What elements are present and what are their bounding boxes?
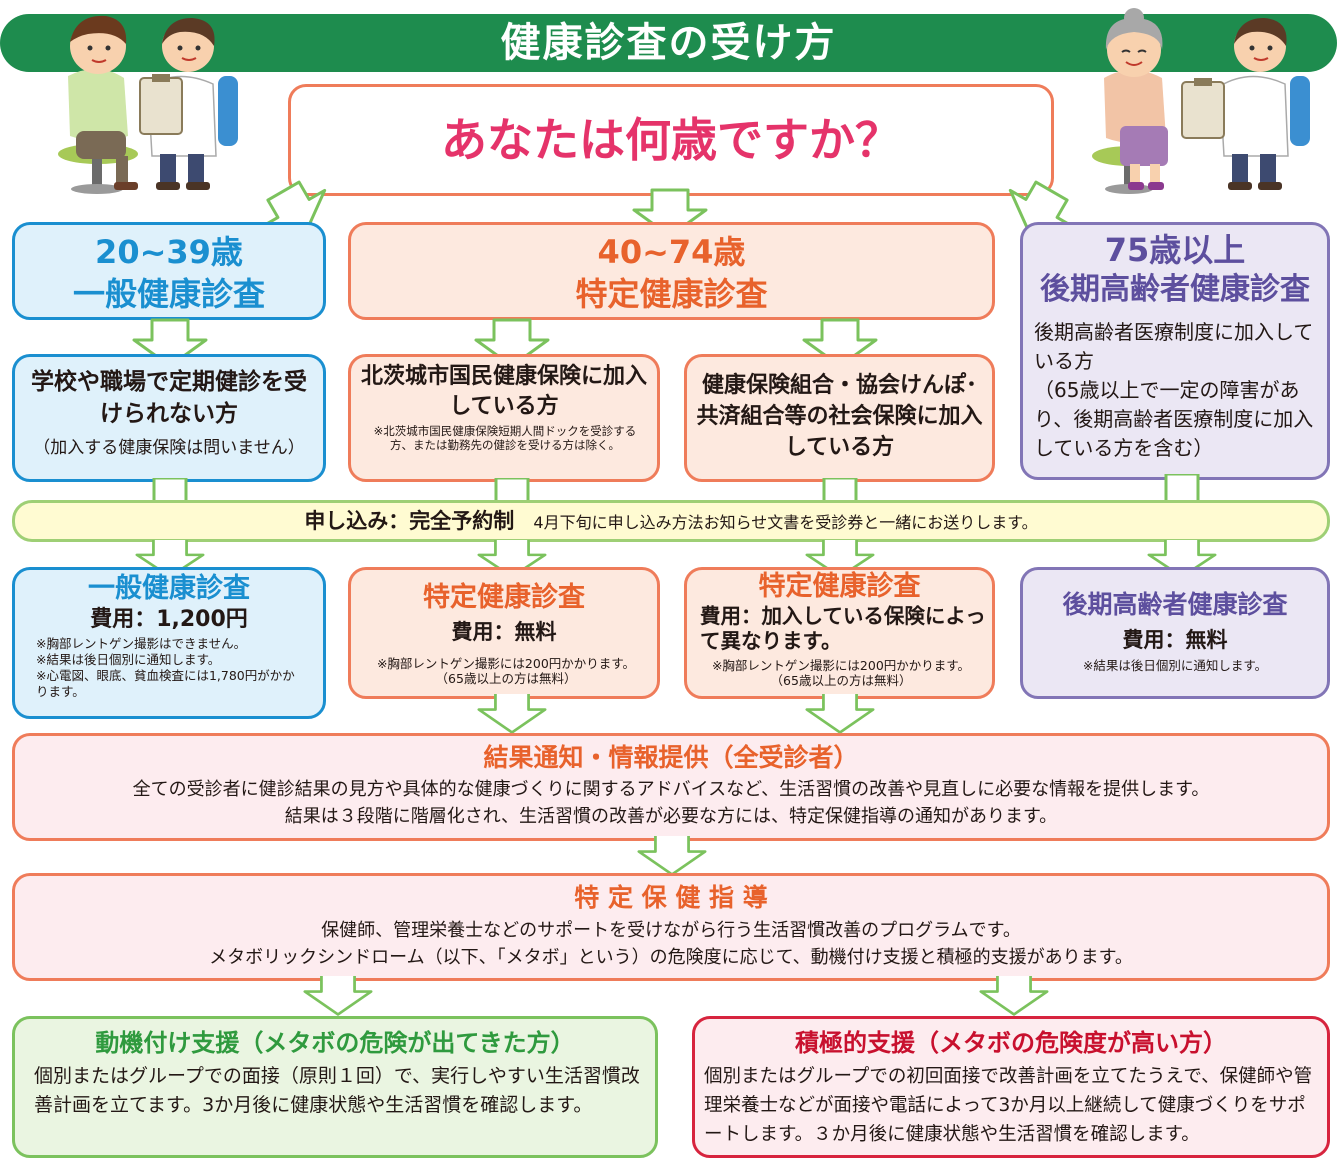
guidance-title: 特 定 保 健 指 導 bbox=[574, 883, 768, 912]
eligibility-young-title: 学校や職場で定期健診を受けられない方 bbox=[31, 369, 307, 427]
active-support-text: 個別またはグループでの初回面接で改善計画を立てたうえで、保健師や管理栄養士などが… bbox=[704, 1066, 1313, 1145]
exam-specific-social-title: 特定健康診査 bbox=[758, 571, 921, 602]
connector bbox=[822, 478, 858, 504]
age-group-20-39-age: 20~39歳 bbox=[95, 233, 243, 271]
results-title: 結果通知・情報提供（全受診者） bbox=[483, 743, 859, 772]
motivational-support-box bbox=[12, 1016, 658, 1158]
arrow-icon bbox=[974, 976, 1054, 1020]
age-group-75-plus-age: 75歳以上 bbox=[1104, 231, 1246, 269]
doctor-consultation-illustration-left bbox=[58, 15, 238, 194]
exam-specific-national-cost: 費用：無料 bbox=[451, 620, 557, 644]
application-label: 申し込み：完全予約制 bbox=[304, 509, 515, 533]
connector bbox=[152, 478, 188, 504]
exam-general-cost: 費用：1,200円 bbox=[90, 607, 248, 632]
motivational-support-text: 個別またはグループでの面接（原則１回）で、実行しやすい生活習慣改善計画を立てます… bbox=[34, 1065, 640, 1116]
exam-specific-national-note: ※胸部レントゲン撮影には200円かかります。（65歳以上の方は無料） bbox=[376, 656, 636, 686]
exam-general-note-2: ※結果は後日個別に通知します。 bbox=[36, 652, 221, 667]
connector bbox=[1164, 474, 1200, 504]
arrow-icon bbox=[472, 694, 552, 738]
age-group-20-39 bbox=[12, 222, 326, 320]
arrow-icon bbox=[800, 694, 880, 738]
exam-general-note-3: ※心電図、眼底、貧血検査には1,780円がかかります。 bbox=[36, 668, 295, 699]
results-line-1: 全ての受診者に健診結果の見方や具体的な健康づくりに関するアドバイスなど、生活習慣… bbox=[132, 779, 1210, 800]
application-bar bbox=[12, 500, 1330, 542]
active-support-box bbox=[692, 1016, 1330, 1158]
guidance-line-2: メタボリックシンドローム（以下、「メタボ」という）の危険度に応じて、動機付け支援… bbox=[209, 947, 1133, 968]
age-group-40-74-age: 40~74歳 bbox=[597, 233, 746, 271]
exam-specific-national-title: 特定健康診査 bbox=[423, 582, 585, 613]
elderly-eligibility-note: （65歳以上で一定の障害があり、後期高齢者医療制度に加入している方を含む） bbox=[1034, 378, 1314, 460]
exam-elderly-cost: 費用：無料 bbox=[1122, 628, 1228, 652]
age-question: あなたは何歳ですか？ bbox=[441, 113, 901, 167]
exam-specific-social-note: ※胸部レントゲン撮影には200円かかります。（65歳以上の方は無料） bbox=[711, 658, 971, 688]
exam-elderly-note: ※結果は後日個別に通知します。 bbox=[1082, 658, 1268, 673]
eligibility-young-note: （加入する健康保険は問いません） bbox=[33, 438, 305, 458]
guidance-line-1: 保健師、管理栄養士などのサポートを受けながら行う生活習慣改善のプログラムです。 bbox=[321, 920, 1021, 941]
connector bbox=[494, 478, 530, 504]
age-group-40-74-exam: 特定健康診査 bbox=[575, 275, 768, 313]
eligibility-national-insurance-note: ※北茨城市国民健康保険短期人間ドックを受診する方、または勤務先の健診を受ける方は… bbox=[373, 424, 637, 452]
doctor-consultation-illustration-right bbox=[1092, 8, 1310, 194]
exam-elderly bbox=[1020, 567, 1330, 699]
age-group-75-plus-exam: 後期高齢者健康診査 bbox=[1040, 272, 1310, 307]
active-support-title: 積極的支援（メタボの危険度が高い方） bbox=[795, 1029, 1227, 1057]
elderly-eligibility-title: 後期高齢者医療制度に加入している方 bbox=[1034, 320, 1314, 373]
exam-elderly-title: 後期高齢者健康診査 bbox=[1062, 590, 1288, 619]
results-line-2: 結果は３段階に階層化され、生活習慣の改善が必要な方には、特定保健指導の通知があり… bbox=[284, 806, 1058, 827]
age-group-40-74 bbox=[348, 222, 995, 320]
application-text: 4月下旬に申し込み方法お知らせ文書を受診券と一緒にお送りします。 bbox=[533, 513, 1038, 532]
results-box bbox=[12, 733, 1330, 841]
arrow-icon bbox=[298, 976, 378, 1020]
application-row: 申し込み：完全予約制 4月下旬に申し込み方法お知らせ文書を受診券と一緒にお送りし… bbox=[12, 500, 1330, 542]
exam-specific-social bbox=[684, 567, 995, 699]
eligibility-national-insurance-title: 北茨城市国民健康保険に加入している方 bbox=[360, 364, 647, 419]
exam-general bbox=[12, 567, 326, 719]
page-title: 健康診査の受け方 bbox=[500, 20, 837, 66]
age-group-20-39-exam: 一般健康診査 bbox=[72, 275, 265, 313]
exam-general-title: 一般健康診査 bbox=[88, 573, 250, 604]
guidance-box bbox=[12, 873, 1330, 981]
motivational-support-title: 動機付け支援（メタボの危険が出てきた方） bbox=[95, 1029, 575, 1057]
exam-specific-social-cost: 費用：加入している保険によって異なります。 bbox=[700, 604, 986, 653]
exam-general-note-1: ※胸部レントゲン撮影はできません。 bbox=[36, 636, 247, 651]
eligibility-social-insurance-title: 健康保険組合・協会けんぽ･共済組合等の社会保険に加入している方 bbox=[696, 373, 983, 460]
